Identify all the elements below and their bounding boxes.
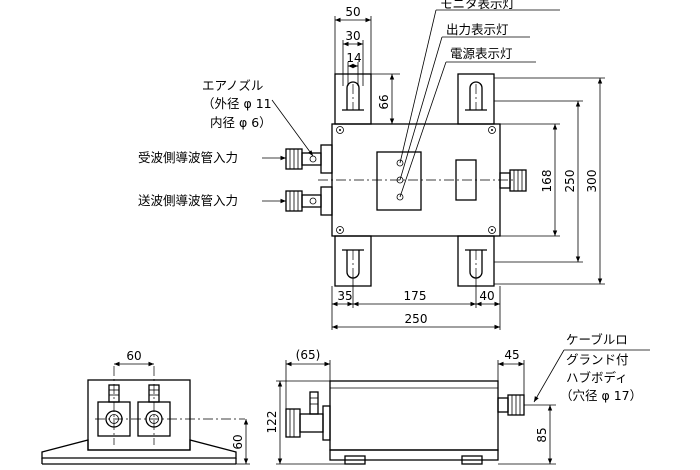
side-body: [329, 380, 499, 451]
front-dim-60-height: 60: [231, 434, 245, 449]
side-dim-85: 85: [535, 427, 549, 442]
air-nozzle-outer: （外径 φ 11: [202, 96, 272, 111]
right-dimensions: 168 250 300: [494, 77, 605, 285]
front-base: [41, 439, 237, 459]
top-bracket-left: [334, 73, 372, 125]
output-lamp-label: 出力表示灯: [446, 22, 509, 37]
power-lamp-icon: [396, 193, 404, 201]
dim-300: 300: [585, 170, 599, 193]
receive-input-label: 受波側導波管入力: [138, 150, 238, 165]
indicator-callouts: モニタ表示灯 出力表示灯 電源表示灯: [399, 0, 560, 198]
front-view: 60 60: [41, 349, 250, 465]
dim-250-horizontal: 250: [405, 312, 428, 326]
side-dim-122: 122: [265, 411, 279, 434]
dim-40: 40: [479, 289, 494, 303]
air-nozzle-callout: エアノズル （外径 φ 11 内径 φ 6）: [202, 78, 314, 157]
dim-35: 35: [337, 289, 352, 303]
air-nozzle-inner: 内径 φ 6）: [210, 115, 272, 130]
air-nozzle-label: エアノズル: [202, 78, 263, 93]
display-panel: [455, 159, 477, 201]
front-body: [87, 379, 191, 451]
cable-label-4: （穴径 φ 17）: [560, 388, 642, 403]
dim-168: 168: [540, 170, 554, 193]
output-lamp-icon: [396, 176, 404, 184]
monitor-lamp-icon: [396, 159, 404, 167]
send-waveguide-connector: [285, 186, 333, 216]
monitor-lamp-label: モニタ表示灯: [440, 0, 515, 11]
bottom-dimensions: 35 175 40 250: [331, 276, 501, 330]
dim-14: 14: [346, 51, 361, 65]
indicator-window: [376, 151, 422, 211]
cable-gland-callout: ケーブルロ グランド付 ハブボディ （穴径 φ 17）: [533, 332, 650, 403]
dim-66: 66: [377, 94, 391, 109]
dim-175: 175: [404, 289, 427, 303]
cable-label-3: ハブボディ: [566, 370, 628, 385]
power-lamp-label: 電源表示灯: [450, 46, 513, 61]
cable-gland-plan: [499, 169, 527, 192]
dim-250-vertical: 250: [563, 170, 577, 193]
dim-50: 50: [345, 5, 360, 19]
side-dim-45: 45: [504, 348, 519, 362]
corner-screws: [336, 126, 496, 234]
receive-waveguide-connector: [285, 144, 333, 174]
cable-label-1: ケーブルロ: [566, 332, 628, 347]
side-view: (65) 122 45 85: [265, 348, 556, 465]
plan-view: [285, 73, 527, 287]
dim-30: 30: [345, 29, 360, 43]
top-dimensions: 50 30 14 66: [334, 5, 400, 125]
top-bracket-right: [457, 73, 495, 125]
side-dim-65: (65): [296, 348, 321, 362]
send-input-label: 送波側導波管入力: [138, 193, 238, 208]
cable-label-2: グランド付: [566, 352, 629, 367]
front-dim-60-width: 60: [126, 349, 141, 363]
